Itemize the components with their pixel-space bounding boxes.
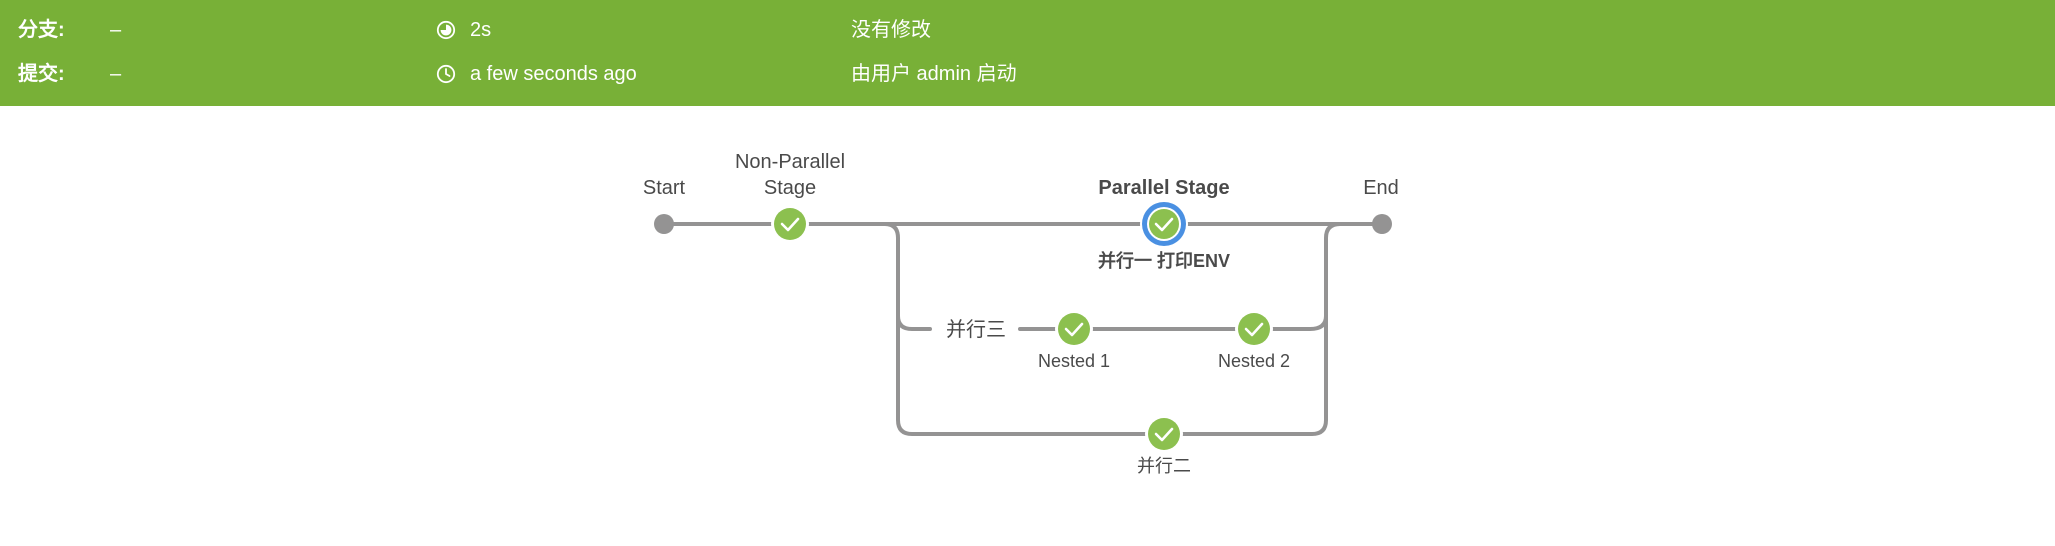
run-details-header: 分支: – 提交: – 2s a few seconds ago 没有修改 由用… bbox=[0, 0, 2055, 106]
clock-icon bbox=[436, 64, 456, 84]
branch-label: 分支: bbox=[18, 19, 65, 41]
branch-value: – bbox=[110, 19, 122, 41]
success-check-icon bbox=[1154, 427, 1174, 442]
parallel-branch-2-label: 并行二 bbox=[1137, 456, 1191, 476]
duration-icon bbox=[436, 20, 456, 40]
end-label: End bbox=[1363, 177, 1399, 199]
success-check-icon bbox=[1064, 322, 1084, 337]
parallel-branch-2-node[interactable] bbox=[1145, 415, 1183, 453]
end-node[interactable] bbox=[1372, 214, 1392, 234]
non-parallel-stage-label-line1: Non-Parallel bbox=[735, 151, 845, 173]
nested-1-label: Nested 1 bbox=[1038, 351, 1110, 371]
start-time-value: a few seconds ago bbox=[470, 63, 637, 85]
cause-value: 由用户 admin 启动 bbox=[851, 63, 1017, 85]
parallel-branch-1-node[interactable] bbox=[1140, 200, 1188, 248]
non-parallel-stage-node[interactable] bbox=[771, 205, 809, 243]
nested-1-node[interactable] bbox=[1055, 310, 1093, 348]
success-check-icon bbox=[780, 217, 800, 232]
pipeline-graph: Start End Non-Parallel Stage Parallel St… bbox=[643, 151, 1399, 476]
nested-2-node[interactable] bbox=[1235, 310, 1273, 348]
commit-label: 提交: bbox=[18, 63, 65, 85]
parallel-branch-3-label: 并行三 bbox=[946, 318, 1006, 341]
changes-value: 没有修改 bbox=[851, 19, 931, 41]
success-check-icon bbox=[1244, 322, 1264, 337]
duration-value: 2s bbox=[470, 19, 492, 41]
pipeline-connectors bbox=[662, 222, 1384, 436]
parallel-branch-1-label: 并行一 打印ENV bbox=[1098, 250, 1230, 271]
start-node[interactable] bbox=[654, 214, 674, 234]
success-check-icon bbox=[1154, 217, 1174, 232]
nested-2-label: Nested 2 bbox=[1218, 351, 1290, 371]
parallel-stage-label: Parallel Stage bbox=[1098, 177, 1229, 199]
start-label: Start bbox=[643, 177, 686, 199]
non-parallel-stage-label-line2: Stage bbox=[764, 177, 816, 199]
commit-value: – bbox=[110, 63, 122, 85]
